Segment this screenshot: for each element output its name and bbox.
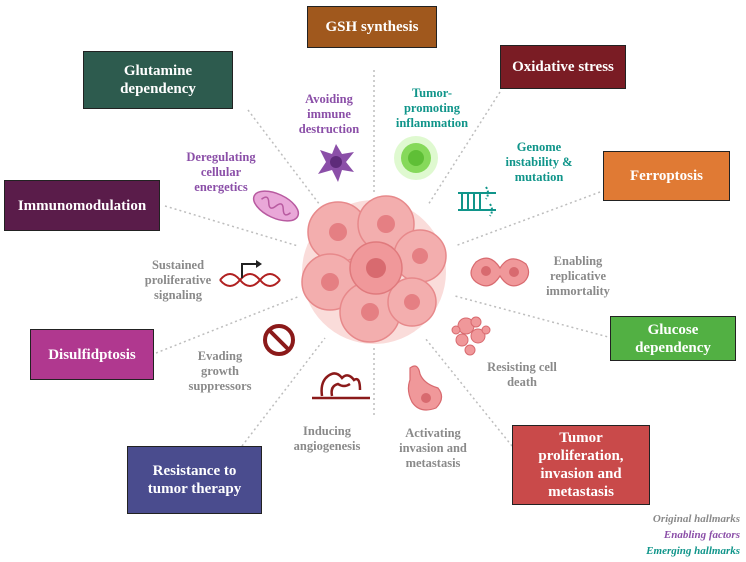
invading-cell-icon [407, 365, 443, 411]
line-immunomodulation [164, 205, 299, 247]
legend-emerging-hallmarks: Emerging hallmarks [646, 545, 740, 557]
label-tumor-promoting-inflammation: Tumor-promoting inflammation [395, 86, 469, 130]
mitochondrion-icon [252, 190, 300, 222]
box-tumor-proliferation: Tumor proliferation, invasion and metast… [512, 425, 650, 505]
prohibition-icon [263, 324, 295, 356]
legend-original-hallmarks: Original hallmarks [652, 513, 740, 525]
line-disulfidptosis [155, 295, 301, 354]
tumor-cluster-icon [301, 195, 447, 344]
box-label: Immunomodulation [17, 197, 147, 214]
label-evading-growth-suppressors: Evading growth suppressors [188, 349, 252, 393]
label-activating-invasion-metastasis: Activating invasion and metastasis [399, 426, 467, 470]
line-oxidative [427, 91, 501, 206]
box-label: Oxidative stress [512, 59, 614, 75]
label-deregulating-cellular-energetics: Deregulating cellular energetics [186, 150, 256, 194]
box-label: Disulfidptosis [48, 346, 136, 363]
immune-cell-icon [318, 144, 354, 182]
box-label: Glutamine dependency [120, 63, 196, 97]
cell-death-icon [451, 316, 491, 356]
label-resisting-cell-death: Resisting cell death [487, 360, 557, 389]
dna-signaling-icon [219, 260, 281, 287]
box-label: Resistance to tumor therapy [147, 463, 242, 497]
inflammation-cell-icon [394, 136, 438, 180]
box-label: Tumor proliferation, invasion and metast… [538, 430, 624, 500]
box-glutamine-dependency: Glutamine dependency [83, 51, 233, 109]
label-enabling-replicative-immortality: Enabling replicative immortality [546, 254, 610, 298]
box-resistance-to-tumor-therapy: Resistance to tumor therapy [127, 446, 262, 514]
box-label: Ferroptosis [629, 168, 704, 184]
blood-vessel-icon [312, 372, 370, 400]
label-sustained-proliferative-signaling: Sustained proliferative signaling [144, 258, 212, 302]
box-oxidative-stress: Oxidative stress [500, 45, 626, 89]
box-immunomodulation: Immunomodulation [4, 180, 160, 231]
box-label: GSH synthesis [325, 19, 419, 35]
label-inducing-angiogenesis: Inducing angiogenesis [293, 424, 361, 453]
box-gsh-synthesis: GSH synthesis [307, 6, 437, 48]
legend-enabling-factors: Enabling factors [663, 529, 740, 541]
label-genome-instability: Genome instability & mutation [505, 140, 573, 184]
line-tumor [424, 337, 513, 447]
dividing-cell-icon [470, 257, 530, 287]
label-avoiding-immune-destruction: Avoiding immune destruction [298, 92, 360, 136]
line-ferroptosis [454, 191, 601, 247]
box-ferroptosis: Ferroptosis [603, 151, 730, 201]
box-glucose-dependency: Glucose dependency [610, 316, 736, 361]
box-disulfidptosis: Disulfidptosis [30, 329, 154, 380]
box-label: Glucose dependency [635, 321, 711, 356]
line-glucose [454, 295, 613, 339]
dna-mutation-icon [458, 186, 496, 217]
